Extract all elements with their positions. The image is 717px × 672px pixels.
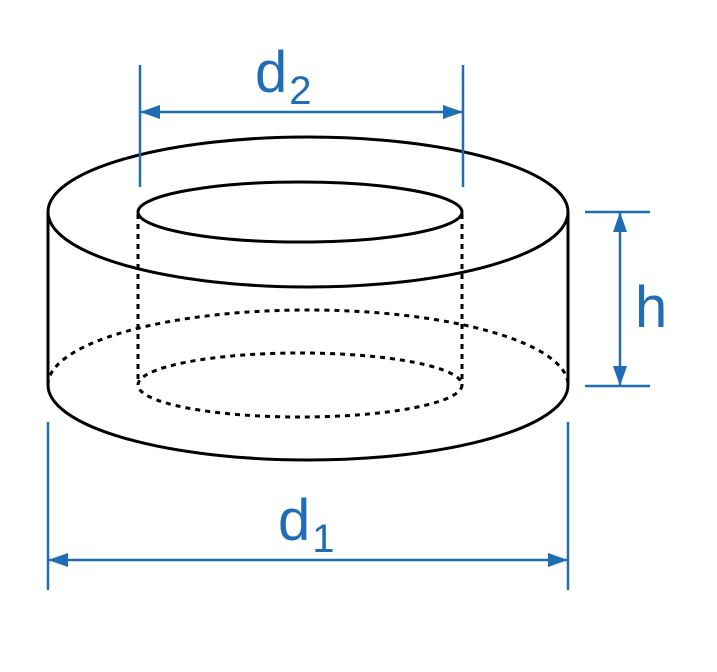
outer-bottom-back-edge <box>46 308 570 386</box>
h-label: h <box>635 275 667 340</box>
d1-subscript: 1 <box>312 517 334 561</box>
d2-label: d2 <box>255 40 312 113</box>
outer-top-edge <box>46 135 570 289</box>
dimension-lines <box>46 65 650 590</box>
inner-bottom-hidden <box>136 351 464 419</box>
ring-shape <box>46 135 570 462</box>
d1-label: d1 <box>278 488 335 561</box>
d2-subscript: 2 <box>289 69 311 113</box>
outer-bottom-front-edge <box>46 384 570 462</box>
inner-top-edge <box>136 180 464 244</box>
